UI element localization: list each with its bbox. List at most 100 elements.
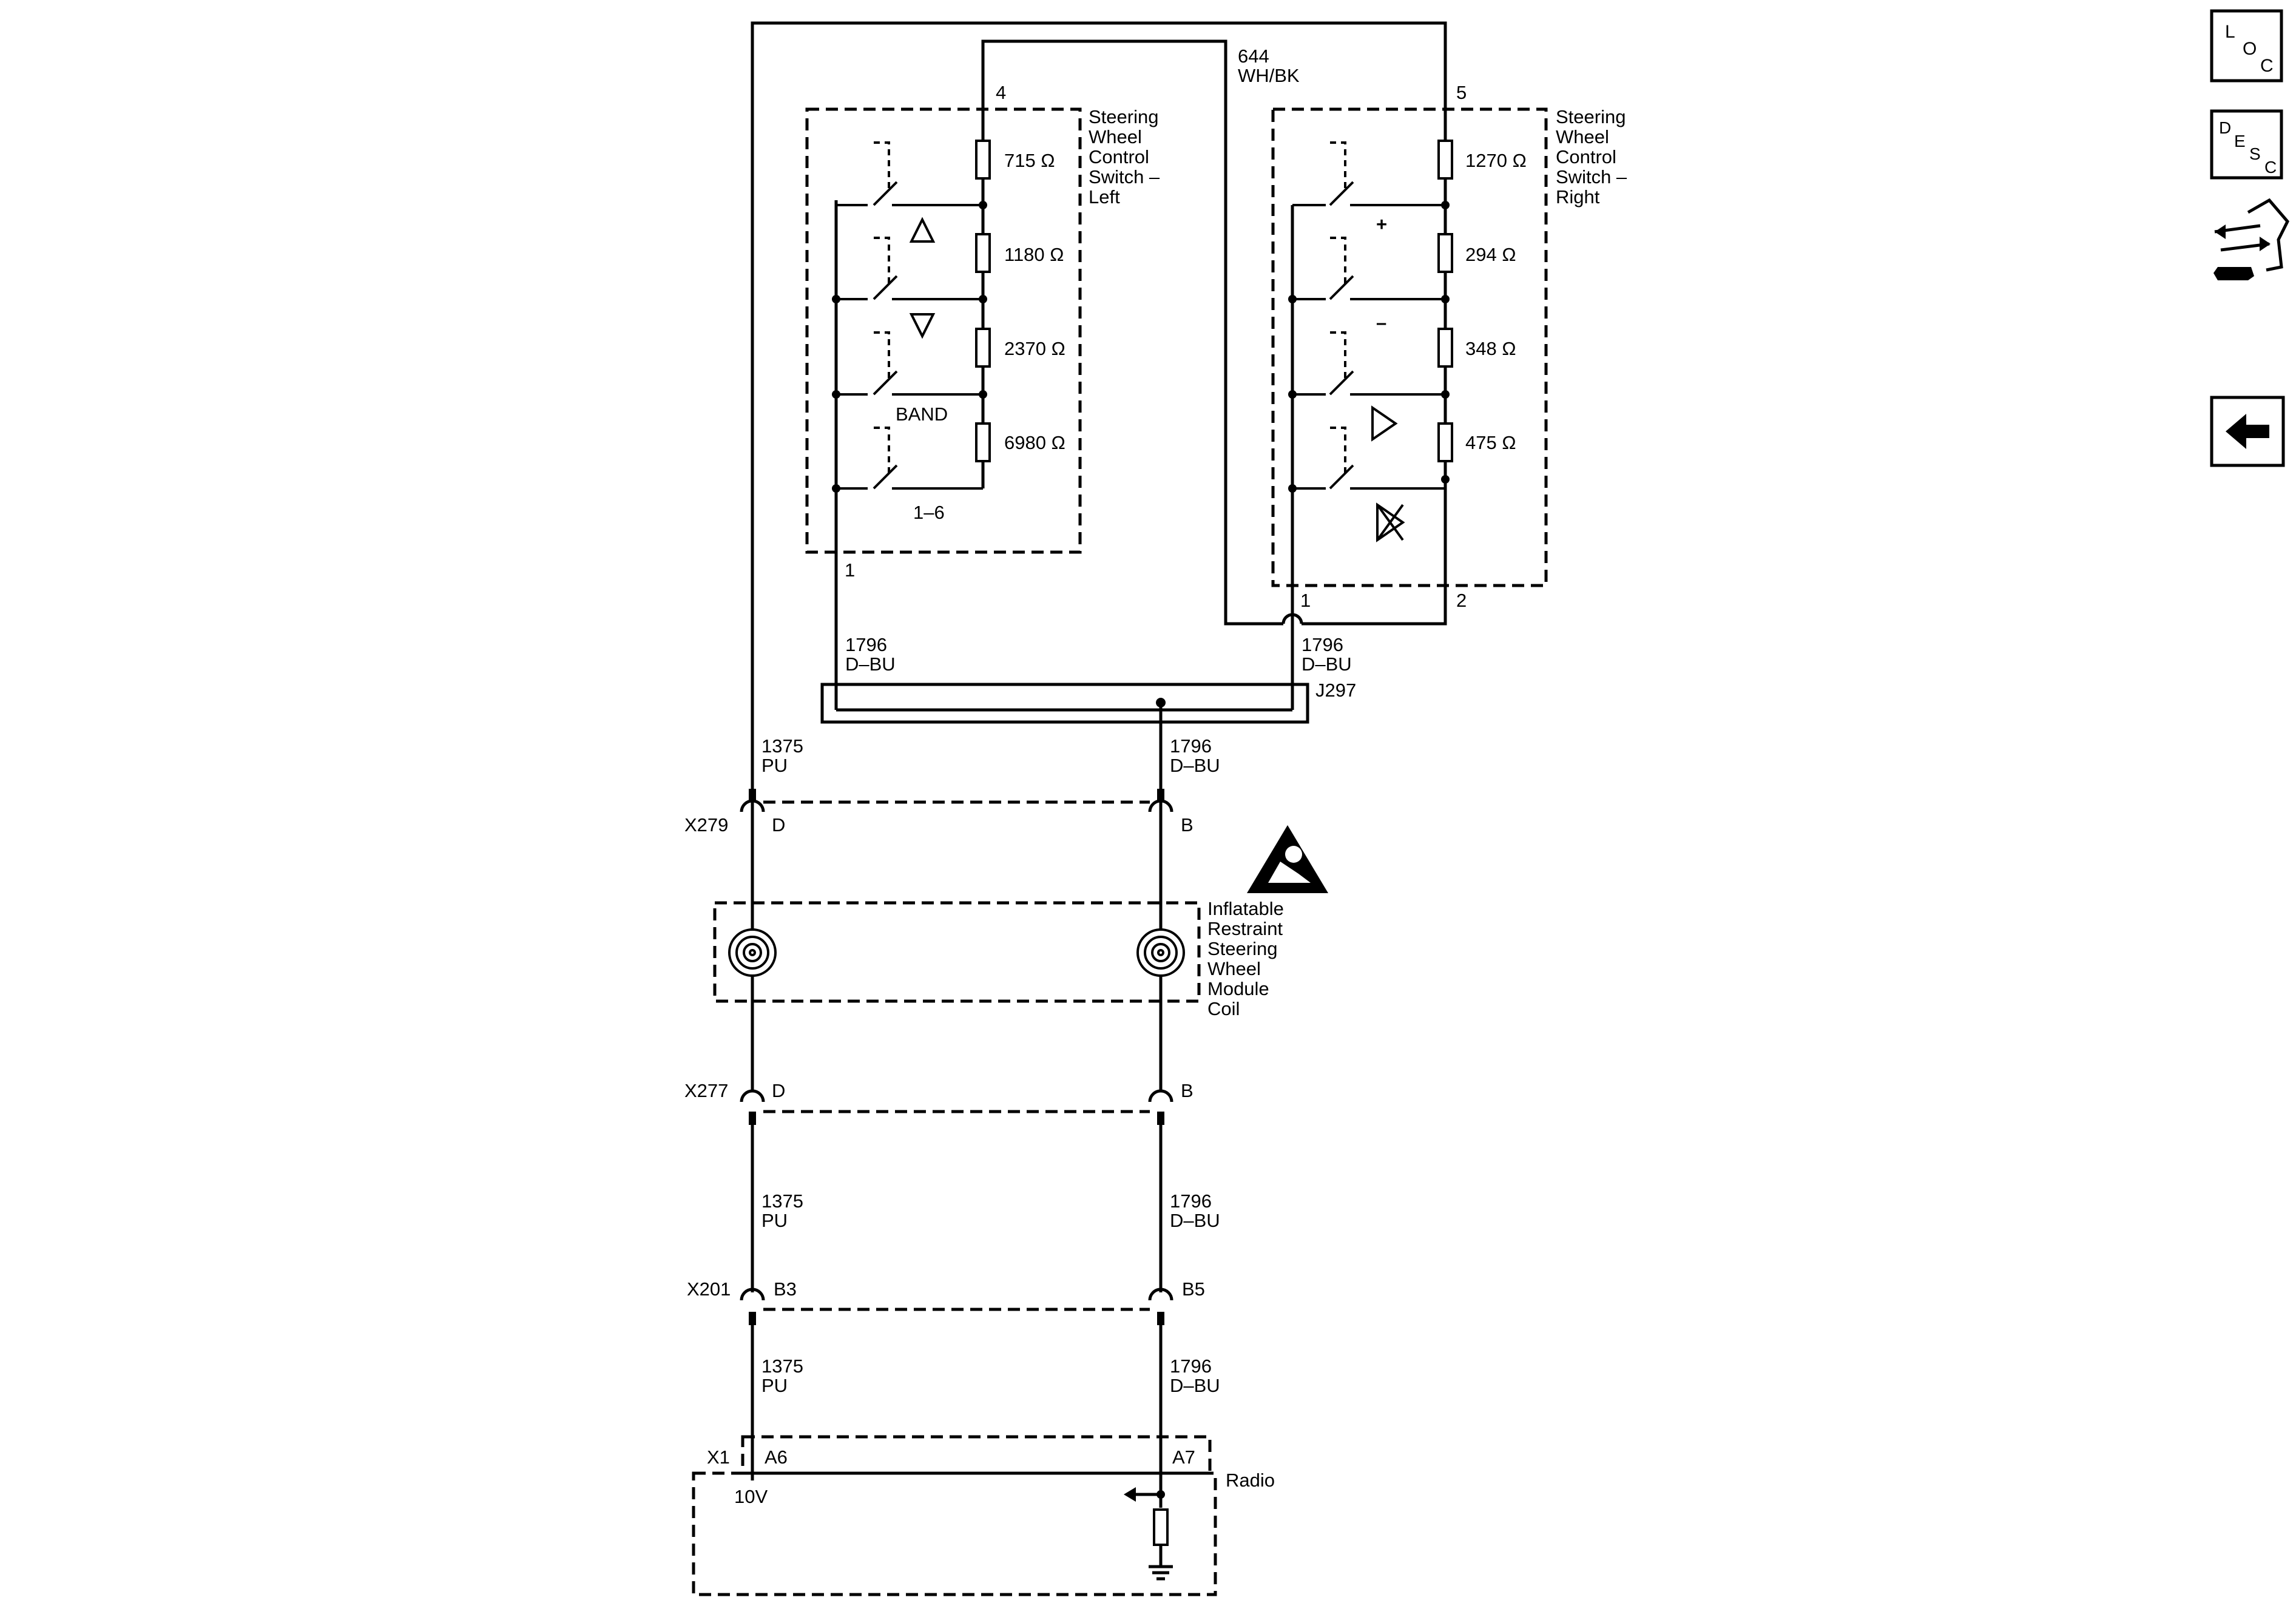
- svg-text:Steering: Steering: [1556, 106, 1626, 127]
- svg-text:L: L: [2225, 22, 2235, 42]
- x1-name: X1: [707, 1447, 730, 1468]
- x277-pin-left: D: [772, 1080, 785, 1101]
- connector-x277: [740, 1089, 1173, 1292]
- volume-up-label: +: [1376, 214, 1387, 235]
- svg-text:D–BU: D–BU: [1302, 653, 1352, 675]
- svg-text:Wheel: Wheel: [1556, 126, 1609, 147]
- wire-1375-loop: [751, 21, 1447, 795]
- seek-up-icon: [909, 217, 936, 243]
- wire-1796-left-label: 1796 D–BU: [845, 634, 896, 675]
- svg-text:PU: PU: [761, 755, 788, 776]
- x279-name: X279: [684, 814, 728, 836]
- x277-name: X277: [684, 1080, 728, 1101]
- clockspring-right-icon: [1136, 928, 1185, 977]
- wire-1796-label-1: 1796 D–BU: [1170, 735, 1220, 776]
- coil-title: Inflatable Restraint Steering Wheel Modu…: [1207, 898, 1284, 1019]
- svg-text:Inflatable: Inflatable: [1207, 898, 1284, 919]
- radio-box: [692, 1471, 1217, 1596]
- right-pin-top: 5: [1456, 82, 1467, 103]
- desc-button[interactable]: D E S C: [2210, 109, 2283, 180]
- back-arrow-icon: [2226, 414, 2269, 449]
- right-switch-rungs: [1292, 141, 1445, 490]
- right-resistor-2-value: 294 Ω: [1465, 244, 1516, 265]
- svg-text:C: C: [2260, 56, 2274, 76]
- left-resistor-3-value: 2370 Ω: [1004, 338, 1065, 359]
- wire-1796-right-label: 1796 D–BU: [1302, 634, 1352, 675]
- left-resistor-1: [975, 140, 991, 180]
- right-switch-title: Steering Wheel Control Switch – Right: [1556, 106, 1627, 208]
- x1-pin-left: A6: [765, 1447, 788, 1468]
- radio-name: Radio: [1226, 1470, 1275, 1491]
- left-resistor-2: [975, 233, 991, 273]
- mute-icon: [1376, 502, 1405, 542]
- right-pin-bottom-right: 2: [1456, 590, 1467, 611]
- svg-text:1796: 1796: [1170, 1190, 1212, 1212]
- left-switch-box: [805, 107, 1082, 554]
- svg-text:644: 644: [1238, 46, 1269, 67]
- left-band-label: BAND: [896, 403, 948, 425]
- x201-pin-right: B5: [1182, 1278, 1205, 1300]
- seek-down-icon: [909, 313, 936, 339]
- svg-text:D–BU: D–BU: [845, 653, 896, 675]
- right-resistor-3-value: 348 Ω: [1465, 338, 1516, 359]
- radio-voltage: 10V: [734, 1486, 768, 1507]
- svg-text:Wheel: Wheel: [1089, 126, 1142, 147]
- connector-end-view-icon[interactable]: [2213, 198, 2289, 280]
- right-resistor-1-value: 1270 Ω: [1465, 150, 1527, 171]
- clockspring-left-icon: [728, 928, 777, 977]
- svg-text:Module: Module: [1207, 978, 1269, 999]
- loc-button[interactable]: L O C: [2210, 9, 2283, 83]
- airbag-warning-icon: [1247, 825, 1328, 893]
- wire-1796-label-2: 1796 D–BU: [1170, 1190, 1220, 1231]
- svg-text:1375: 1375: [761, 735, 803, 757]
- svg-text:Control: Control: [1556, 146, 1616, 167]
- coil-box: [713, 901, 1201, 1003]
- svg-text:D: D: [2219, 118, 2231, 137]
- right-resistor-3: [1437, 328, 1453, 368]
- wire-1375-label-3: 1375 PU: [761, 1355, 803, 1396]
- left-switch-title: Steering Wheel Control Switch – Left: [1089, 106, 1160, 208]
- right-resistor-2: [1437, 233, 1453, 273]
- svg-text:1796: 1796: [845, 634, 887, 655]
- svg-text:Steering: Steering: [1089, 106, 1158, 127]
- svg-text:1796: 1796: [1170, 735, 1212, 757]
- wire-1375-label-1: 1375 PU: [761, 735, 803, 776]
- splice-name: J297: [1315, 680, 1356, 701]
- svg-text:D–BU: D–BU: [1170, 755, 1220, 776]
- x201-pin-left: B3: [774, 1278, 797, 1300]
- svg-text:Steering: Steering: [1207, 938, 1277, 959]
- splice-j297-box: [820, 683, 1309, 724]
- left-resistor-2-value: 1180 Ω: [1004, 244, 1064, 265]
- svg-text:1375: 1375: [761, 1190, 803, 1212]
- svg-text:Switch –: Switch –: [1089, 166, 1160, 187]
- svg-text:O: O: [2243, 39, 2257, 59]
- left-preset-label: 1–6: [913, 502, 945, 523]
- wire-644: [981, 39, 1283, 626]
- right-pin-bottom-left: 1: [1300, 590, 1311, 611]
- svg-text:D–BU: D–BU: [1170, 1375, 1220, 1396]
- left-resistor-3: [975, 328, 991, 368]
- radio-input-circuit: [1124, 1487, 1173, 1581]
- svg-text:PU: PU: [761, 1375, 788, 1396]
- x1-pin-right: A7: [1172, 1447, 1195, 1468]
- svg-text:1796: 1796: [1302, 634, 1343, 655]
- svg-text:Coil: Coil: [1207, 998, 1240, 1019]
- right-resistor-4-value: 475 Ω: [1465, 432, 1516, 453]
- svg-text:D–BU: D–BU: [1170, 1210, 1220, 1231]
- left-junction-dots: [832, 201, 987, 493]
- back-button[interactable]: [2210, 396, 2285, 467]
- x277-pin-right: B: [1181, 1080, 1194, 1101]
- svg-text:E: E: [2234, 132, 2246, 150]
- right-switch-box: [1271, 107, 1548, 587]
- x201-name: X201: [687, 1278, 731, 1300]
- svg-text:Left: Left: [1089, 186, 1120, 208]
- left-pin-top: 4: [996, 82, 1006, 103]
- left-resistor-1-value: 715 Ω: [1004, 150, 1055, 171]
- svg-text:WH/BK: WH/BK: [1238, 65, 1300, 86]
- play-icon: [1371, 405, 1398, 442]
- svg-text:Switch –: Switch –: [1556, 166, 1627, 187]
- svg-text:1796: 1796: [1170, 1355, 1212, 1377]
- left-resistor-4: [975, 422, 991, 462]
- wire-1375-label-2: 1375 PU: [761, 1190, 803, 1231]
